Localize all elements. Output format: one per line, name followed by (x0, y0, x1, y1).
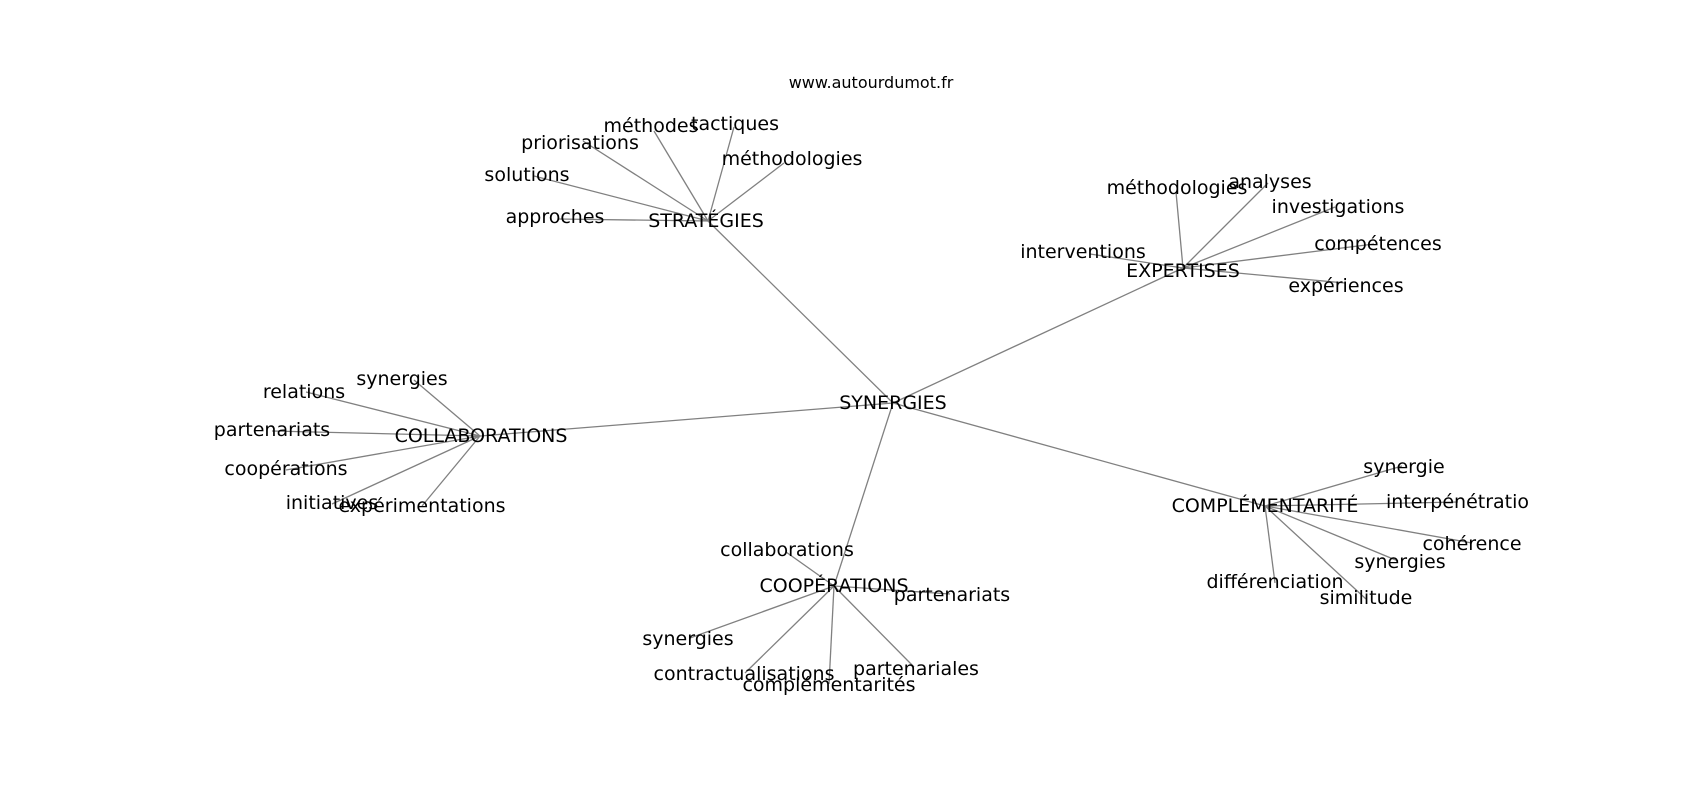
node-leaf-label: synergie (1363, 456, 1444, 478)
edge-leaf (1089, 253, 1184, 269)
edge-leaf (833, 585, 915, 668)
edge-leaf (1182, 182, 1269, 269)
edge-leaf (285, 435, 481, 471)
edge-leaf (271, 430, 481, 437)
edge-leaf (557, 218, 709, 222)
node-leaf-label: priorisations (521, 132, 639, 154)
edge-leaf (1182, 206, 1336, 269)
edge-leaf (421, 435, 481, 507)
node-leaf-label: similitude (1320, 587, 1413, 609)
node-leaf-label: partenariats (894, 584, 1010, 606)
node-leaf-label: collaborations (720, 539, 854, 561)
node-leaf-label: complémentarités (742, 674, 915, 696)
edge-center-expertises (892, 267, 1184, 404)
edge-leaf (1182, 267, 1346, 284)
node-leaf-label: partenariales (853, 658, 979, 680)
node-leaf-label: différenciation (1206, 571, 1343, 593)
edge-leaf (305, 391, 481, 437)
edge-center-cooperations (833, 402, 894, 587)
node-leaf-label: coopérations (224, 458, 347, 480)
node-leaf-label: cohérence (1422, 533, 1521, 555)
edge-leaf (1175, 191, 1184, 269)
node-leaf-label: relations (263, 381, 345, 403)
edge-leaf (1264, 505, 1473, 544)
node-leaf-label: méthodologies (722, 148, 863, 170)
node-group-label: COMPLÉMENTARITÉ (1172, 494, 1359, 517)
edge-leaf (331, 435, 481, 505)
node-leaf-label: expérimentations (338, 495, 505, 517)
node-center-label: SYNERGIES (839, 392, 946, 414)
edge-leaf (413, 379, 481, 437)
node-leaf-label: investigations (1272, 196, 1405, 218)
node-leaf-label: solutions (484, 164, 569, 186)
edge-leaf (1264, 505, 1399, 562)
node-leaf-label: interpénétratio (1386, 491, 1529, 513)
edges-layer (271, 126, 1473, 685)
node-leaf-label: interventions (1020, 241, 1146, 263)
node-leaf-label: partenariats (214, 419, 330, 441)
edge-leaf (707, 126, 735, 222)
node-leaf-label: méthodologies (1107, 177, 1248, 199)
edge-center-complementarite (892, 402, 1266, 507)
edge-leaf (689, 585, 835, 639)
node-leaf-label: contractualisations (654, 663, 835, 685)
node-leaf-label: synergies (642, 628, 733, 650)
node-leaf-label: méthodes (604, 115, 699, 137)
edge-center-strategies (707, 220, 894, 404)
edge-leaf (533, 175, 709, 222)
edge-leaf (1264, 501, 1459, 507)
edge-leaf (582, 140, 709, 222)
node-leaf-label: expériences (1288, 275, 1403, 297)
node-group-label: COLLABORATIONS (395, 425, 568, 447)
node-leaf-label: tactiques (691, 113, 779, 135)
edge-leaf (1264, 505, 1276, 584)
edge-leaf (744, 585, 835, 674)
edge-center-collaborations (479, 402, 894, 437)
node-leaf-label: analyses (1228, 171, 1311, 193)
edge-leaf (707, 162, 785, 222)
node-leaf-label: initiatives (286, 492, 379, 514)
node-leaf-label: synergies (1354, 551, 1445, 573)
edge-leaf (1182, 243, 1375, 269)
node-group-label: EXPERTISES (1126, 260, 1240, 282)
edge-leaf (1264, 465, 1403, 507)
edge-leaf (653, 130, 709, 222)
node-group-label: STRATÉGIES (648, 209, 764, 232)
node-leaf-label: compétences (1314, 233, 1442, 255)
edge-leaf (1264, 505, 1367, 600)
edge-leaf (828, 585, 835, 685)
node-group-label: COOPÉRATIONS (759, 574, 908, 597)
edge-leaf (833, 585, 951, 595)
website-url: www.autourdumot.fr (789, 73, 954, 92)
labels-layer: SYNERGIES STRATÉGIES approches solutions… (214, 113, 1529, 696)
node-leaf-label: synergies (356, 368, 447, 390)
node-leaf-label: approches (506, 206, 605, 228)
edge-leaf (785, 551, 835, 587)
